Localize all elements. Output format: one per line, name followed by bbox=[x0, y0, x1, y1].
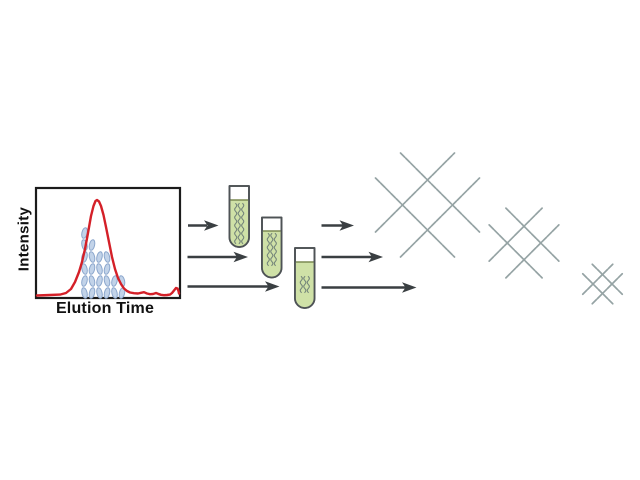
polymer-coil-marker bbox=[111, 275, 118, 287]
x-axis-label: Elution Time bbox=[55, 300, 155, 317]
star-polymer-large bbox=[374, 152, 481, 258]
polymer-coil-marker bbox=[96, 251, 103, 263]
polymer-coil-marker bbox=[81, 275, 88, 287]
test-tube-1 bbox=[228, 185, 250, 248]
test-tube-2 bbox=[261, 216, 283, 279]
fraction-tubes bbox=[228, 185, 316, 309]
polymer-coil-marker bbox=[96, 287, 103, 299]
arrow-to-star-small bbox=[321, 282, 417, 293]
tube-1-outline bbox=[228, 185, 250, 248]
polymer-coil-marker bbox=[96, 263, 103, 275]
polymer-coil-marker bbox=[103, 251, 111, 263]
chromatogram-curve bbox=[35, 198, 181, 297]
polymer-coil-marker bbox=[88, 239, 96, 251]
star-polymer-small bbox=[582, 263, 623, 305]
test-tube-3 bbox=[294, 247, 316, 309]
star-polymer-medium bbox=[488, 207, 560, 279]
arrow-to-tube-1 bbox=[188, 220, 219, 231]
polymer-coil-marker bbox=[88, 251, 96, 263]
star-polymers bbox=[374, 152, 623, 305]
tube-2-polymer-squiggles bbox=[266, 232, 277, 267]
polymer-coil-marker bbox=[88, 263, 96, 275]
tube-1-polymer-squiggles bbox=[234, 202, 245, 245]
arrow-to-star-medium bbox=[321, 251, 383, 263]
polymer-coil-marker bbox=[88, 275, 96, 287]
chromatogram-plot bbox=[34, 186, 182, 300]
tube-3-outline bbox=[294, 247, 316, 309]
collection-arrows bbox=[187, 220, 280, 292]
arrow-to-star-large bbox=[321, 220, 354, 231]
polymer-coil-marker bbox=[103, 275, 111, 287]
polymer-coil-marker bbox=[111, 287, 118, 299]
tube-3-polymer-squiggles bbox=[299, 275, 310, 294]
polymer-coil-marker bbox=[81, 287, 88, 299]
arrow-to-tube-2 bbox=[187, 251, 248, 263]
y-axis-label: Intensity bbox=[15, 206, 33, 272]
polymer-coil-marker bbox=[103, 263, 111, 275]
polymer-coil-marker bbox=[96, 275, 103, 287]
tube-2-outline bbox=[261, 216, 283, 279]
polymer-coil-marker bbox=[88, 287, 96, 299]
reaction-arrows bbox=[321, 220, 417, 293]
arrow-to-tube-3 bbox=[187, 281, 280, 292]
polymer-coil-marker bbox=[81, 263, 88, 275]
polymer-coil-marker bbox=[103, 287, 111, 299]
